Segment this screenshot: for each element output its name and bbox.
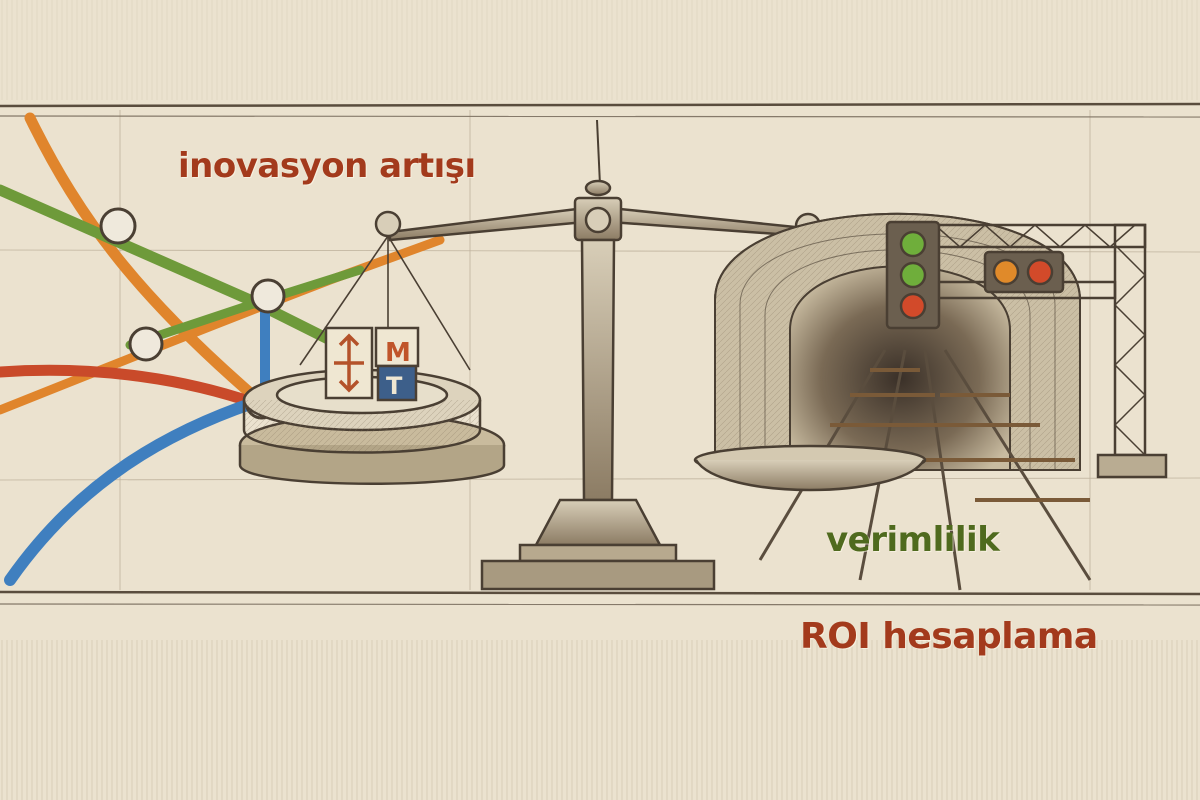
- paper-texture-top: [0, 0, 1200, 100]
- right-scale-pan: [693, 444, 927, 492]
- roi-label: ROI hesaplama: [800, 616, 1098, 657]
- paper-texture: [0, 640, 1200, 800]
- balance-scale-icon: [299, 119, 901, 591]
- metro-station-icon: [238, 368, 506, 485]
- metro-logo-letter-t: T: [386, 372, 403, 400]
- traffic-signal-icon: [885, 220, 1065, 330]
- innovation-label: inovasyon artışı: [178, 146, 476, 186]
- metro-map-icon: [0, 112, 445, 586]
- metro-logo-letter-m: M: [385, 338, 411, 368]
- frame-lines: [0, 102, 1200, 606]
- metro-logo: [324, 326, 420, 402]
- efficiency-label: verimlilik: [826, 520, 1000, 560]
